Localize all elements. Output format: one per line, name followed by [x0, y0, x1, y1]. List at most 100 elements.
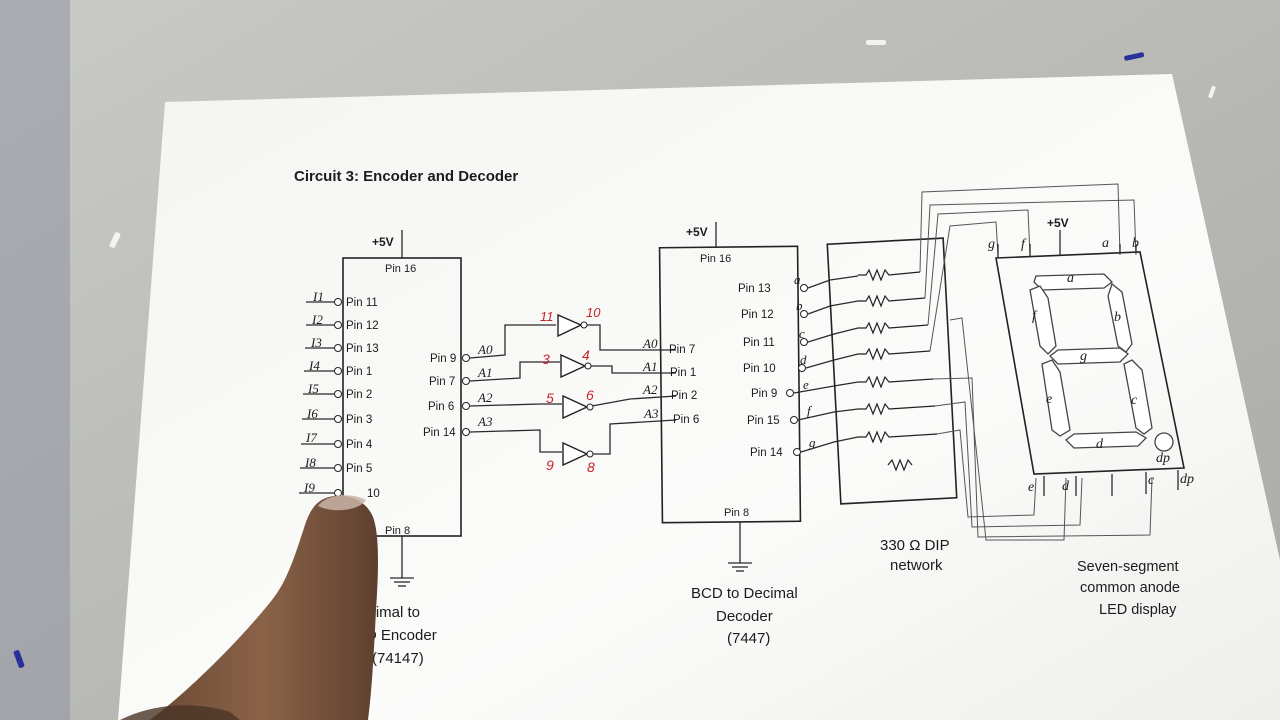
desk-left-shadow: [0, 0, 70, 720]
segment-label-g: g: [1080, 349, 1087, 364]
decoder-pin-top: Pin 16: [700, 253, 731, 265]
input-signal-label: I4: [308, 358, 320, 373]
segment-e: [1041, 359, 1071, 437]
decoder-output-row: Pin 13 a: [738, 272, 808, 295]
eraser-crumb: [109, 232, 121, 248]
output-segment-label: a: [794, 272, 801, 287]
resistor-caption-line2: network: [890, 557, 943, 574]
encoder-input-row: I4 Pin 1: [304, 358, 372, 378]
segment-c: [1123, 359, 1153, 435]
circuit-title: Circuit 3: Encoder and Decoder: [294, 168, 518, 185]
decoder-ground-symbol: [728, 562, 752, 572]
output-signal-label: A1: [477, 365, 492, 380]
segment-d: [1065, 431, 1148, 449]
input-signal-label: A1: [642, 359, 657, 374]
paper-sheet: [118, 74, 1280, 720]
input-signal-label: I2: [311, 312, 323, 327]
decoder-output-row: Pin 14 g: [750, 435, 816, 459]
encoder-input-row: I2 Pin 12: [306, 312, 379, 332]
segment-label-b: b: [1114, 310, 1121, 325]
decoder-7447: +5V Pin 16 Pin 8 A0 Pin 7 A1 Pin 1 A2 Pi…: [642, 222, 816, 647]
encoder-input-row: I3 Pin 13: [305, 335, 379, 355]
encoder-input-row: I7 Pin 4: [301, 430, 373, 451]
input-pin-label: Pin 5: [346, 463, 372, 475]
segment-label-e: e: [1046, 392, 1052, 407]
inverter-output-pin: 10: [586, 305, 601, 320]
segment-label-d: d: [1096, 437, 1104, 452]
encoder-input-row: I5 Pin 2: [303, 381, 372, 401]
decoder-input-row: A2 Pin 2: [642, 382, 697, 402]
display-caption-line3: LED display: [1099, 602, 1177, 618]
decoder-chip-body: [658, 245, 802, 524]
encoder-output-row: Pin 7 A1: [429, 365, 492, 388]
decoder-caption-line1: BCD to Decimal: [691, 585, 798, 602]
decoder-input-row: A3 Pin 6: [643, 406, 699, 426]
inverter-gate: 11 10: [540, 305, 601, 338]
segment-dp: [1154, 432, 1174, 452]
output-pin-label: Pin 14: [750, 447, 783, 459]
input-pin-label: Pin 7: [669, 344, 695, 356]
segment-label-dp: dp: [1156, 451, 1170, 466]
fingernail: [318, 495, 366, 511]
inverter-wiring: [469, 324, 677, 455]
output-signal-label: A2: [477, 390, 493, 405]
inverter-gate: 5 6: [546, 387, 594, 420]
resistor-caption-line1: 330 Ω DIP: [880, 537, 950, 554]
input-signal-label: A2: [642, 382, 658, 397]
output-signal-label: A3: [477, 414, 493, 429]
output-pin-label: Pin 10: [743, 363, 776, 375]
resistor-network-body: [826, 237, 958, 505]
encoder-caption-line3: (74147): [372, 650, 424, 667]
output-pin-label: Pin 9: [430, 353, 456, 365]
decoder-output-row: Pin 12 b: [741, 298, 808, 321]
input-signal-label: I8: [304, 455, 316, 470]
input-pin-label: Pin 2: [346, 389, 372, 401]
inverter-gate: 9 8: [546, 441, 595, 475]
decoder-input-row: A1 Pin 1: [642, 359, 696, 379]
encoder-pin-bottom: Pin 8: [385, 525, 410, 537]
decoder-supply-label: +5V: [686, 225, 708, 239]
output-segment-label: f: [807, 403, 813, 418]
display-supply-label: +5V: [1047, 216, 1069, 230]
input-signal-label: I6: [306, 406, 318, 421]
inverter-output-pin: 4: [582, 347, 590, 363]
input-pin-label: Pin 1: [346, 366, 372, 378]
inverter-output-pin: 6: [586, 387, 594, 403]
display-pin-label-bottom: dp: [1180, 472, 1194, 487]
display-caption-line1: Seven-segment: [1077, 559, 1179, 575]
segment-f: [1029, 285, 1057, 355]
encoder-input-row: I6 Pin 3: [302, 406, 372, 426]
decoder-input-row: A0 Pin 7: [642, 336, 695, 356]
output-segment-label: e: [803, 377, 809, 392]
input-signal-label: I5: [307, 381, 319, 396]
inverter-input-pin: 11: [540, 309, 554, 324]
input-pin-label: Pin 3: [346, 414, 372, 426]
output-pin-label: Pin 9: [751, 388, 777, 400]
input-pin-label: 10: [367, 488, 380, 500]
output-pin-label: Pin 13: [738, 283, 771, 295]
display-pin-label-bottom: c: [1148, 473, 1155, 488]
output-pin-label: Pin 12: [741, 309, 774, 321]
decoder-pin-bottom: Pin 8: [724, 507, 749, 519]
decoder-caption-line3: (7447): [727, 630, 770, 647]
input-pin-label: Pin 13: [346, 343, 379, 355]
display-pin-label-top: b: [1132, 236, 1139, 251]
output-pin-label: Pin 6: [428, 401, 454, 413]
input-pin-label: Pin 6: [673, 414, 699, 426]
output-segment-label: g: [809, 435, 816, 450]
input-signal-label: I3: [310, 335, 322, 350]
pointing-finger: [120, 495, 378, 720]
decoder-output-row: Pin 10 d: [743, 352, 807, 375]
output-signal-label: A0: [477, 342, 493, 357]
encoder-74147: +5V Pin 16 Pin 8 I1 Pin 11 I2 Pin 12 I3 …: [299, 230, 493, 667]
input-signal-label: I7: [305, 430, 317, 445]
input-pin-label: Pin 4: [346, 439, 373, 451]
inverter-input-pin: 3: [542, 351, 550, 367]
eraser-crumb: [866, 40, 886, 45]
encoder-supply-label: +5V: [372, 235, 394, 249]
output-pin-label: Pin 14: [423, 427, 456, 439]
segment-a: [1033, 273, 1113, 291]
display-routing-wires: [919, 183, 1153, 541]
output-pin-label: Pin 7: [429, 376, 455, 388]
